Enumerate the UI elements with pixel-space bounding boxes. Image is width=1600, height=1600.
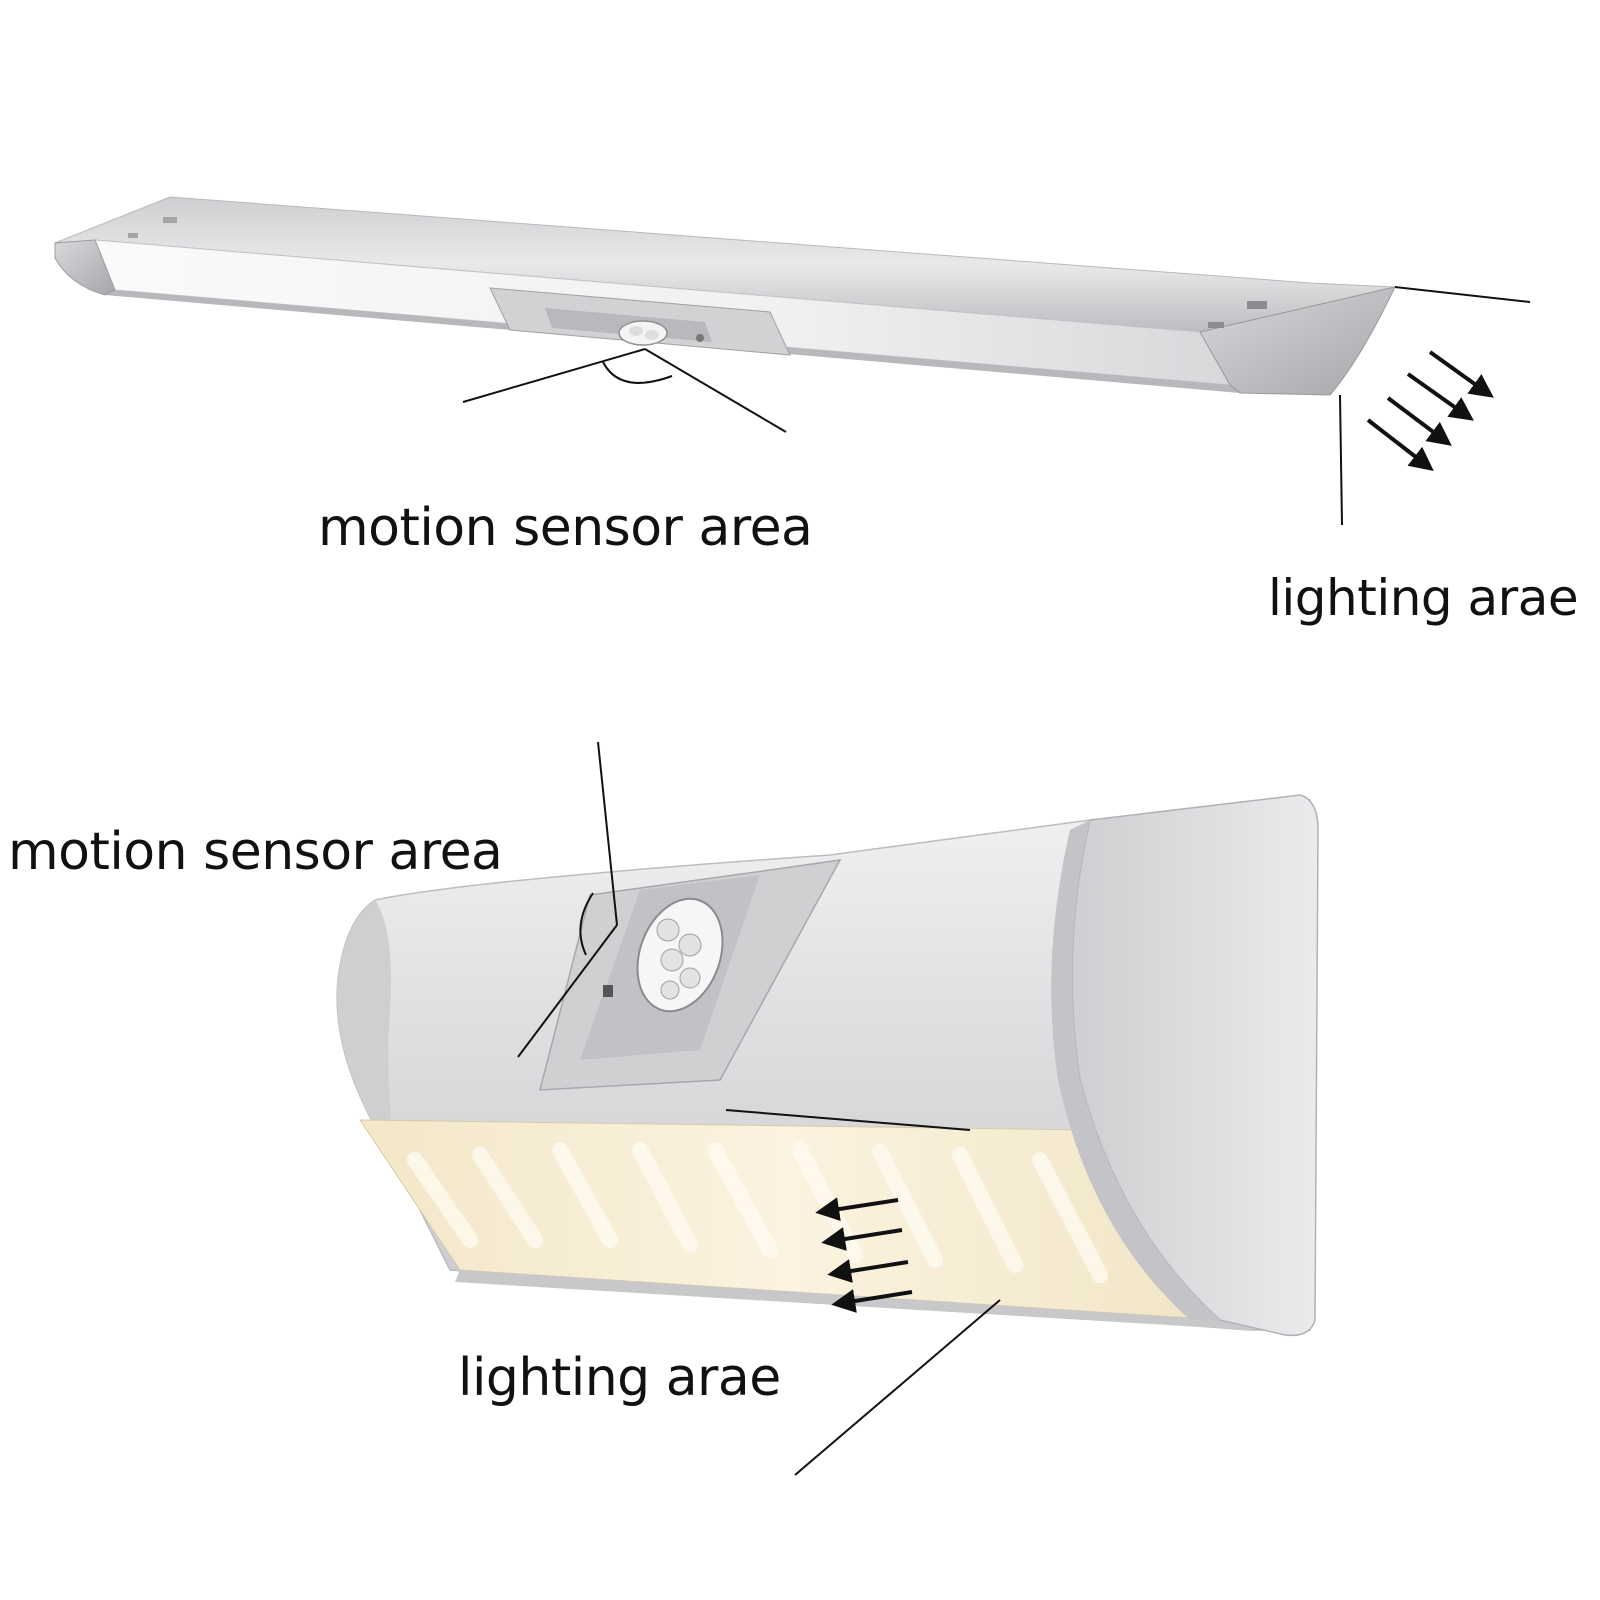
light-direction-arrows-icon — [1366, 350, 1494, 471]
motion-sensor-lens-icon — [603, 897, 724, 1013]
light-direction-arrows-icon — [815, 1197, 913, 1313]
top-lighting-label: lighting arae — [1268, 569, 1579, 627]
top-motion-sensor-label: motion sensor area — [318, 498, 813, 558]
motion-sensor-lens-icon — [618, 320, 704, 346]
bottom-motion-sensor-label: motion sensor area — [8, 822, 503, 882]
port-detail — [1208, 322, 1224, 328]
top-light-bar — [54, 196, 1396, 396]
switch-detail — [1247, 301, 1267, 309]
bottom-lighting-label: lighting arae — [458, 1348, 781, 1408]
top-lighting-pointer — [1339, 286, 1531, 526]
top-sensor-angle-indicator — [462, 348, 787, 433]
bottom-lighting-pointer — [725, 1109, 1001, 1476]
bottom-sensor-angle-indicator — [517, 741, 618, 1058]
